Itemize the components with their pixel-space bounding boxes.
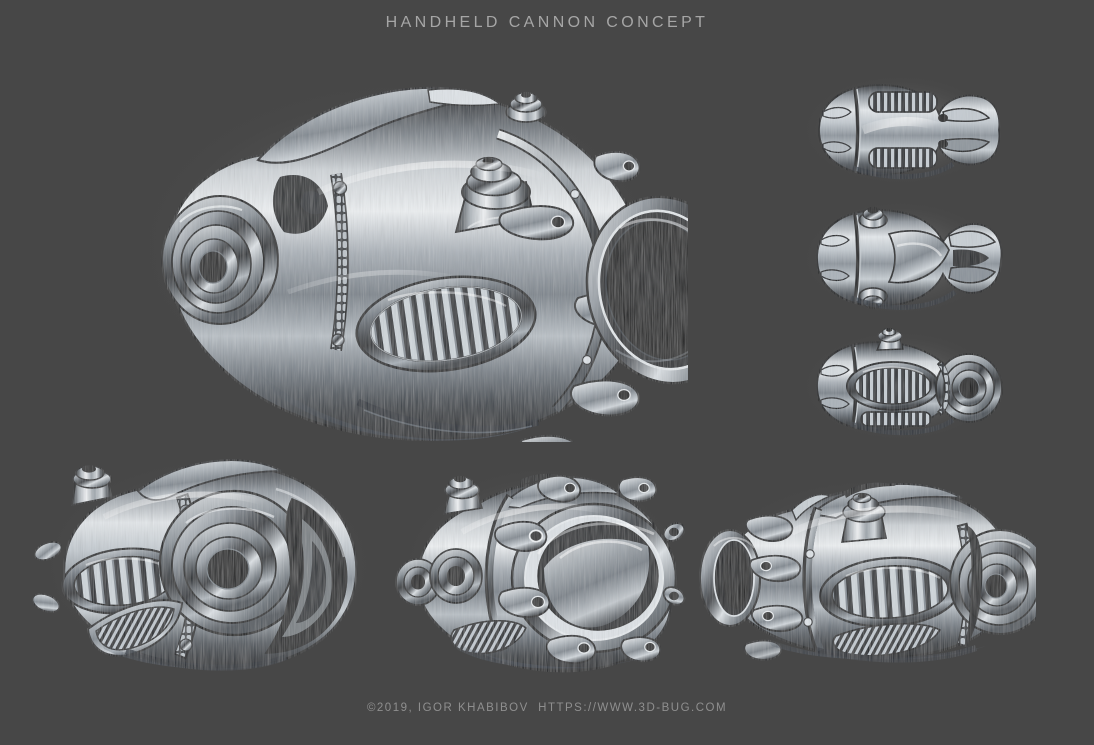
page-title: HANDHELD CANNON CONCEPT bbox=[385, 14, 709, 31]
rear-ring-assembly bbox=[161, 195, 279, 325]
turret-left bbox=[442, 475, 483, 515]
slatted-grille bbox=[846, 361, 940, 411]
turret-top bbox=[858, 206, 888, 229]
thumbnail-side-view bbox=[793, 320, 1008, 452]
thumbnail-top-angled-view bbox=[793, 190, 1008, 326]
top-cylinder bbox=[71, 465, 113, 506]
thumbnail-top-view bbox=[793, 64, 1008, 196]
mirrored-side-view bbox=[696, 466, 1036, 676]
copyright-footer: ©2019, IGOR KHABIBOV HTTPS://WWW.3D-BUG.… bbox=[366, 702, 728, 714]
main-hero-view bbox=[108, 42, 688, 442]
teardrop-ports bbox=[743, 514, 804, 661]
ribbed-panel bbox=[868, 91, 938, 169]
side-ring-cluster bbox=[395, 548, 483, 606]
small-nub-turret bbox=[505, 91, 547, 123]
teardrop-ports bbox=[494, 475, 686, 664]
louvered-vent bbox=[355, 275, 537, 373]
intake-scoop bbox=[87, 599, 183, 657]
top-turret bbox=[875, 327, 904, 351]
muzzle-ring bbox=[699, 529, 761, 627]
muzzle-bore bbox=[510, 502, 678, 654]
front-three-quarter-view bbox=[392, 450, 692, 682]
muzzle-bore bbox=[585, 195, 688, 385]
rear-rings bbox=[935, 353, 1003, 423]
rear-three-quarter-view bbox=[30, 445, 385, 685]
bolt-strip bbox=[330, 173, 349, 351]
rear-ring-assembly bbox=[158, 489, 310, 637]
louvered-vent bbox=[819, 556, 961, 628]
